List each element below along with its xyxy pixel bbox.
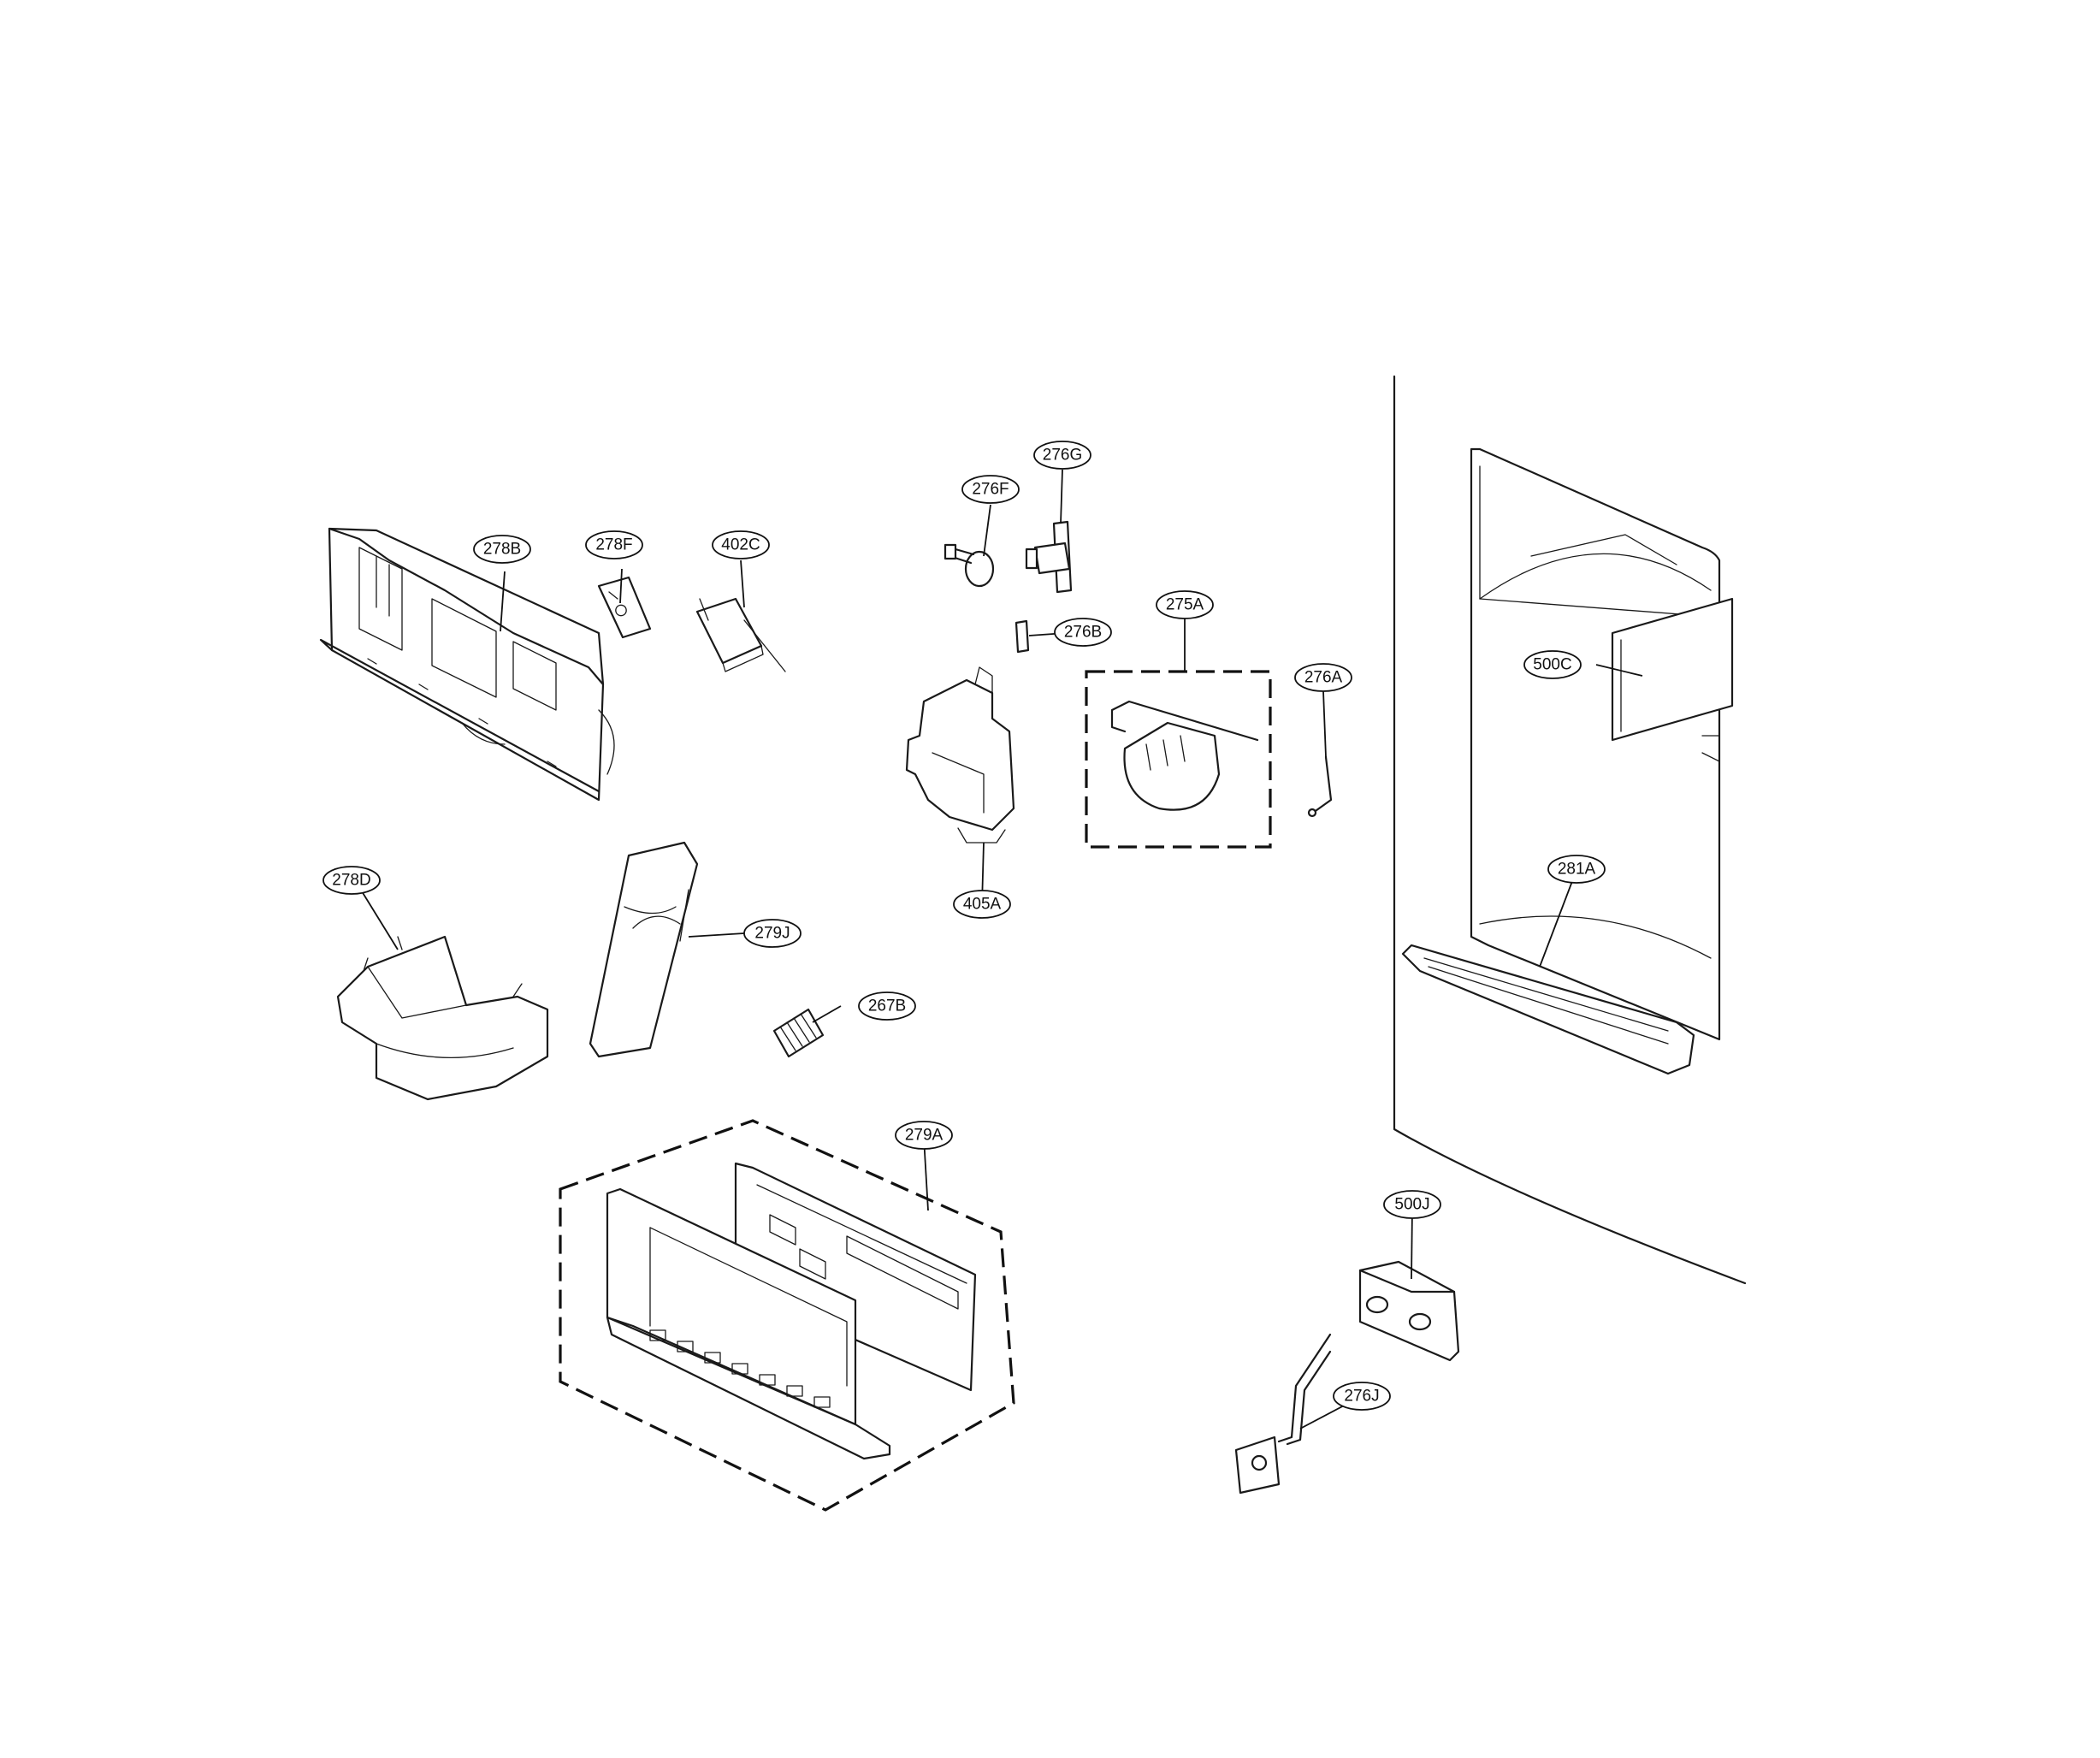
part-500c-board bbox=[1611, 597, 1734, 742]
part-267b-spring bbox=[772, 1008, 825, 1058]
part-279a-panel bbox=[559, 1119, 1015, 1512]
callout-label: 276B bbox=[1064, 624, 1102, 642]
callout-label: 281A bbox=[1558, 861, 1596, 879]
callout-279a[interactable]: 279A bbox=[895, 1121, 953, 1150]
part-500j-switch bbox=[1358, 1260, 1460, 1362]
part-281a-grille bbox=[1401, 944, 1695, 1075]
part-278f-bracket bbox=[597, 576, 652, 639]
callout-label: 405A bbox=[963, 896, 1002, 914]
callout-label: 279A bbox=[905, 1127, 944, 1145]
callout-label: 276G bbox=[1043, 447, 1082, 465]
callout-276g[interactable]: 276G bbox=[1033, 441, 1091, 470]
part-276b-spring bbox=[1015, 619, 1030, 654]
callout-label: 402C bbox=[721, 536, 760, 554]
callout-278d[interactable]: 278D bbox=[322, 866, 381, 895]
part-405a-motor bbox=[905, 666, 1015, 843]
callout-label: 275A bbox=[1166, 596, 1204, 614]
part-276a-pin bbox=[1307, 755, 1333, 818]
callout-label: 500C bbox=[1533, 656, 1571, 674]
part-402c-switch bbox=[695, 597, 786, 672]
callout-281a[interactable]: 281A bbox=[1547, 855, 1606, 884]
callout-278f[interactable]: 278F bbox=[585, 530, 643, 559]
callout-label: 276J bbox=[1344, 1388, 1379, 1406]
callout-276f[interactable]: 276F bbox=[961, 475, 1020, 504]
callout-267b[interactable]: 267B bbox=[858, 991, 916, 1021]
callout-278b[interactable]: 278B bbox=[473, 535, 531, 564]
callout-500c[interactable]: 500C bbox=[1523, 650, 1582, 679]
callout-276b[interactable]: 276B bbox=[1054, 618, 1112, 647]
callout-405a[interactable]: 405A bbox=[953, 890, 1011, 919]
part-275a-assembly bbox=[1085, 670, 1272, 849]
callout-label: 500J bbox=[1394, 1196, 1429, 1214]
callout-label: 276F bbox=[972, 481, 1009, 499]
callout-275a[interactable]: 275A bbox=[1156, 590, 1214, 619]
leader-lines bbox=[354, 469, 1643, 1429]
callout-label: 278D bbox=[332, 872, 370, 890]
part-276g-clip bbox=[1025, 520, 1073, 594]
callout-276j[interactable]: 276J bbox=[1333, 1382, 1391, 1411]
callout-279j[interactable]: 279J bbox=[743, 919, 802, 948]
callout-label: 278B bbox=[483, 541, 521, 559]
callout-label: 278F bbox=[595, 536, 632, 554]
door-panel bbox=[1393, 375, 1747, 1285]
callout-276a[interactable]: 276A bbox=[1294, 663, 1352, 692]
callout-label: 276A bbox=[1304, 669, 1343, 687]
callout-402c[interactable]: 402C bbox=[712, 530, 770, 559]
part-278d-funnel bbox=[336, 935, 549, 1101]
part-276j-bracket bbox=[1234, 1333, 1332, 1495]
part-278b-housing bbox=[319, 527, 615, 802]
part-279j-paddle bbox=[589, 841, 699, 1058]
part-276f-cap bbox=[944, 543, 995, 588]
callout-500j[interactable]: 500J bbox=[1383, 1190, 1441, 1219]
callout-label: 279J bbox=[754, 925, 790, 943]
callout-label: 267B bbox=[868, 997, 906, 1015]
